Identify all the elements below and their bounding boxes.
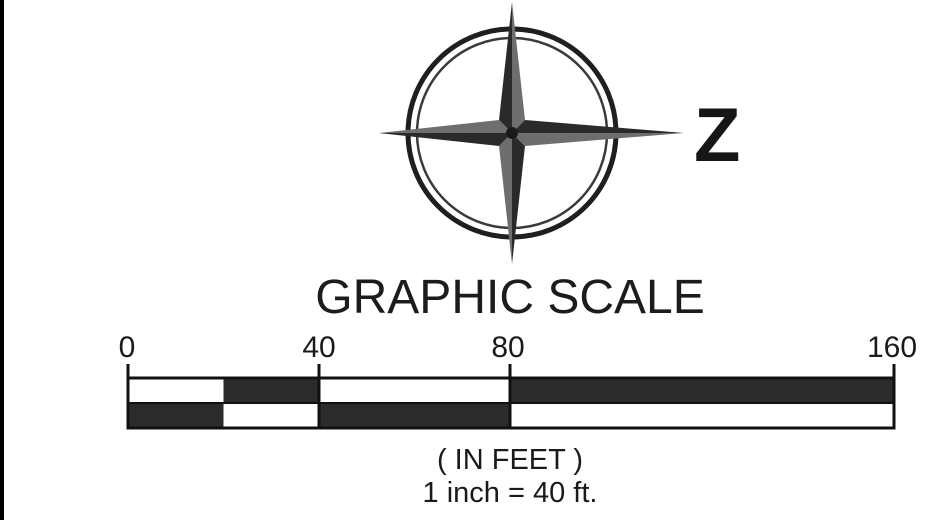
graphic-scale-bar <box>126 364 896 430</box>
scale-segment-top <box>128 378 224 403</box>
page-edge-rule <box>0 0 4 520</box>
scale-units-label: ( IN FEET ) <box>436 444 584 476</box>
scale-segment-top <box>510 378 894 403</box>
scale-tick-label: 80 <box>491 331 525 364</box>
compass-rose-icon <box>379 2 684 264</box>
compass-center <box>506 127 518 139</box>
scale-segment-bottom <box>319 403 510 428</box>
scale-segment-top <box>223 378 319 403</box>
north-label: Z <box>694 93 741 178</box>
scale-ratio-label: 1 inch = 40 ft. <box>422 477 598 509</box>
scale-segment-bottom <box>510 403 894 428</box>
scale-segment-bottom <box>223 403 319 428</box>
scale-tick-label: 160 <box>866 331 918 364</box>
scale-tick-label: 40 <box>302 331 336 364</box>
scale-tick-label: 0 <box>118 331 136 364</box>
scale-segment-top <box>319 378 510 403</box>
scale-title: GRAPHIC SCALE <box>315 271 705 324</box>
compass-cardinal-points <box>379 2 684 264</box>
scale-segment-bottom <box>128 403 224 428</box>
